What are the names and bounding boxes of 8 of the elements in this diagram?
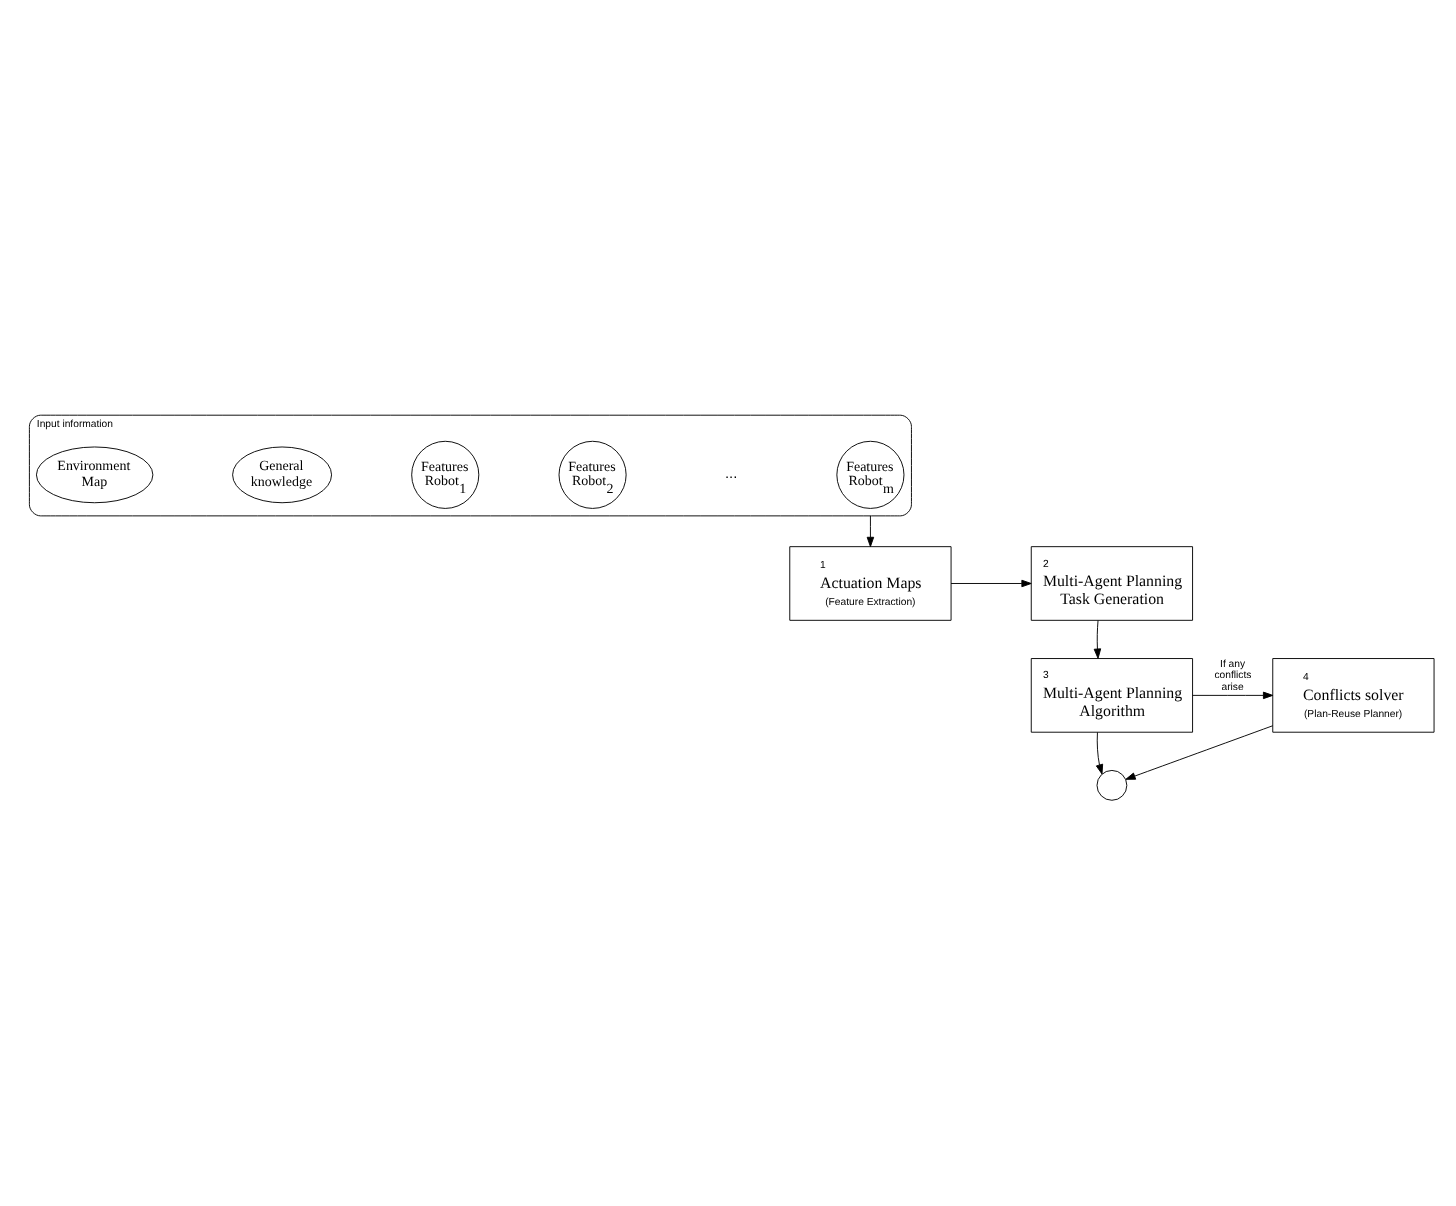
arrow [1095,730,1104,774]
arrow [1125,724,1274,779]
arrow [950,578,1032,587]
label: ... [724,463,738,482]
arrow [1192,690,1274,699]
arrow [866,514,875,547]
arrow [1093,619,1102,658]
node-circle [1096,768,1128,800]
